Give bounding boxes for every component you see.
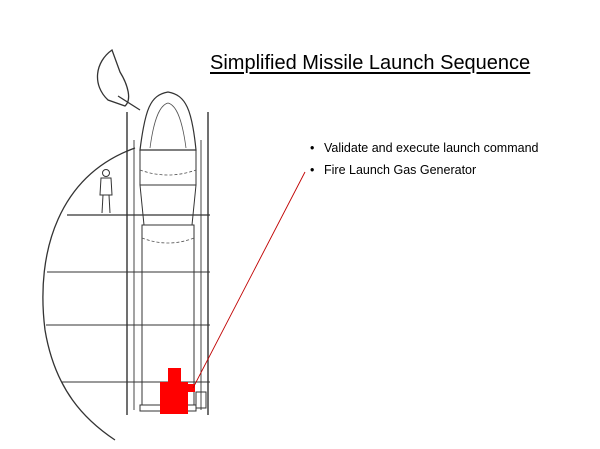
slide-title: Simplified Missile Launch Sequence: [210, 52, 531, 74]
missile-dashed-ring-2: [139, 169, 197, 176]
gas-generator-top: [168, 368, 181, 382]
base-fitting: [195, 391, 207, 409]
bullet-list: Validate and execute launch command Fire…: [310, 140, 539, 184]
hatch-cover: [96, 48, 130, 107]
missile-section-mid: [139, 184, 197, 226]
missile-nose-inner: [149, 102, 187, 149]
gas-generator-valve: [188, 384, 195, 392]
hatch-arm: [117, 95, 141, 111]
missile-dashed-ring: [141, 237, 195, 244]
callout-leader-line: [192, 171, 306, 389]
missile-section-upper: [139, 149, 197, 186]
person-figure: [99, 169, 113, 214]
bullet-item: Validate and execute launch command: [310, 140, 539, 162]
callout-leader-arrowhead: [193, 380, 199, 388]
missile-nose: [139, 91, 197, 151]
bullet-item: Fire Launch Gas Generator: [310, 162, 539, 184]
hull-outline: [42, 147, 136, 441]
gas-generator: [160, 382, 188, 414]
